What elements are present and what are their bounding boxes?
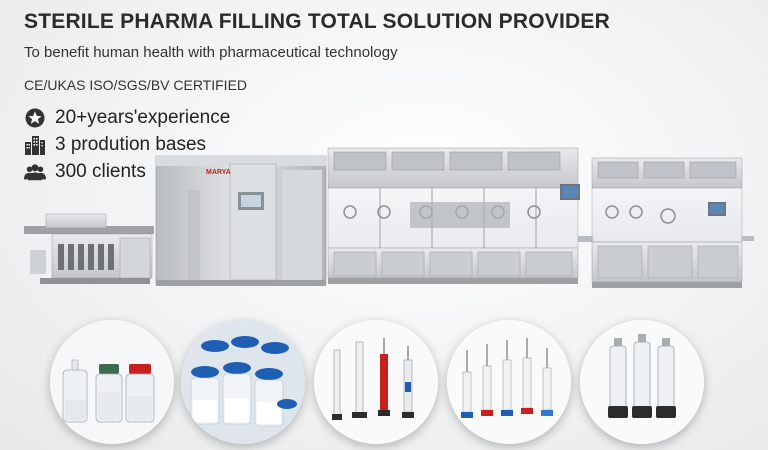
cartridges-product[interactable] xyxy=(580,320,704,444)
powder-vials-image xyxy=(181,320,305,444)
powder-vials-product[interactable] xyxy=(181,320,305,444)
vial-green-cap xyxy=(95,364,123,423)
stat-text: 3 prodution bases xyxy=(55,133,207,155)
washing-machine xyxy=(24,213,154,284)
prefilled-syringes-image xyxy=(314,320,438,444)
stat-production-bases: 3 prodution bases xyxy=(24,131,230,158)
stat-text: 300 clients xyxy=(55,160,146,182)
syringe-1 xyxy=(332,349,342,420)
syringe-2 xyxy=(352,341,367,418)
filling-machine xyxy=(327,147,580,284)
brand-logo: MARYA xyxy=(206,169,231,176)
people-icon xyxy=(24,161,46,183)
syringes-image xyxy=(447,320,571,444)
syringe-black xyxy=(402,346,414,418)
prefilled-syringes-product[interactable] xyxy=(314,320,438,444)
capping-machine xyxy=(591,157,754,288)
cartridge-3 xyxy=(656,338,676,418)
certification-text: CE/UKAS ISO/SGS/BV CERTIFIED xyxy=(24,77,248,93)
syringes-product[interactable] xyxy=(447,320,571,444)
vials-product[interactable] xyxy=(50,320,174,444)
conveyor xyxy=(578,236,594,242)
stat-text: 20+years'experience xyxy=(55,106,231,128)
vials-image xyxy=(50,320,174,444)
product-gallery xyxy=(0,316,768,450)
page-headline: STERILE PHARMA FILLING TOTAL SOLUTION PR… xyxy=(24,10,610,33)
cartridges-image xyxy=(580,320,704,444)
star-icon xyxy=(24,107,46,129)
buildings-icon xyxy=(24,134,46,156)
vial-red-cap xyxy=(125,364,155,423)
filling-line-illustration: MARYA xyxy=(24,147,754,288)
cartridge-1 xyxy=(608,338,628,418)
syringe-red xyxy=(378,338,390,416)
vial-clear xyxy=(62,359,88,423)
cartridge-2 xyxy=(632,334,652,418)
stat-experience: 20+years'experience xyxy=(24,104,230,131)
stats-list: 20+years'experience 3 prodution bases 30… xyxy=(24,104,230,185)
stat-clients: 300 clients xyxy=(24,158,230,185)
tagline: To benefit human health with pharmaceuti… xyxy=(24,44,398,61)
sterilizing-tunnel: MARYA xyxy=(155,155,327,286)
